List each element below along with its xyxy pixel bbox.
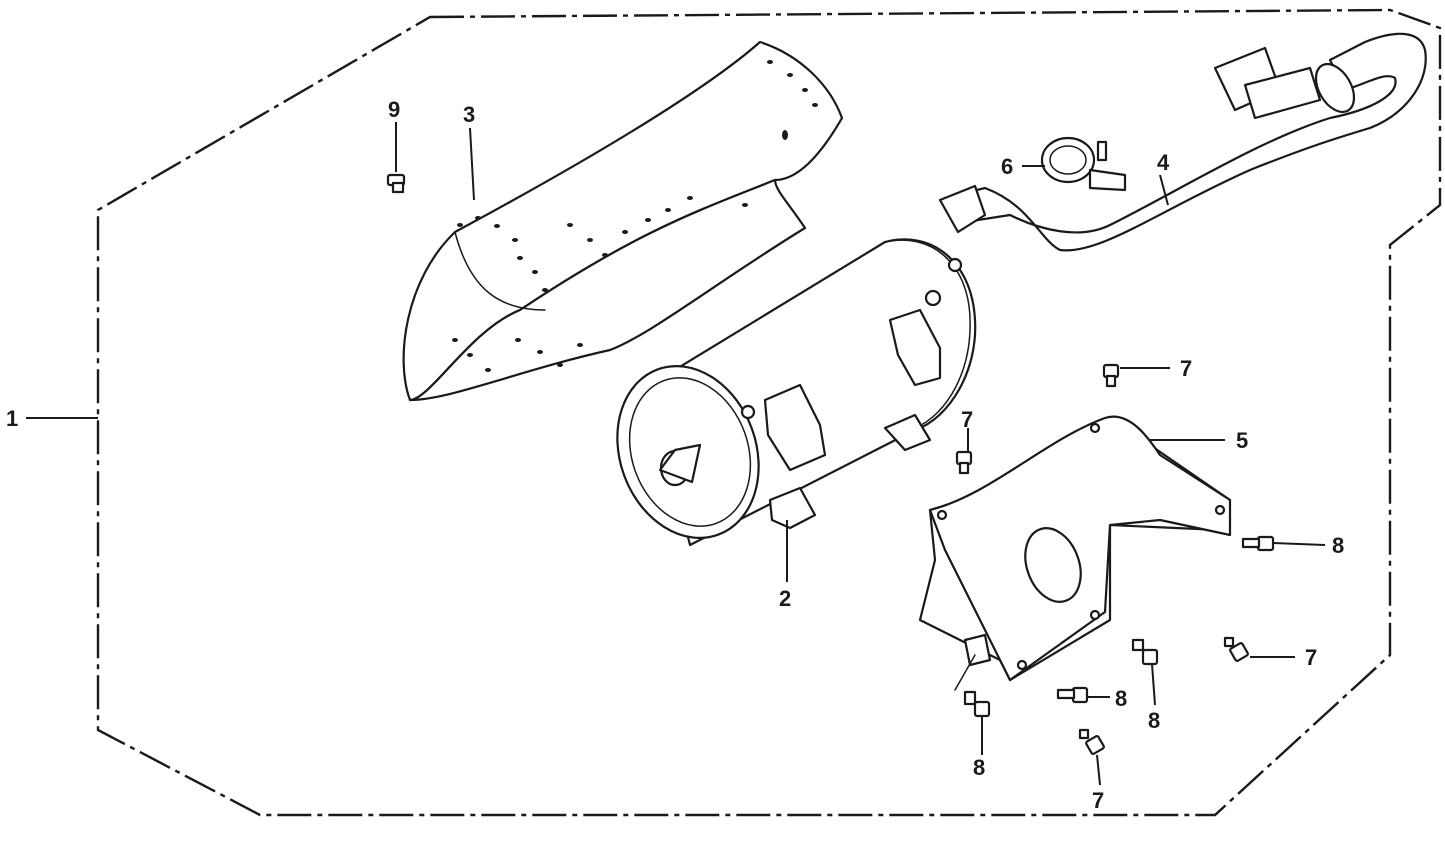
callout-6: 6 [1001,154,1013,179]
leader-7d [1096,754,1101,786]
muffler-stay [918,415,1232,691]
flange-bolt-8d [963,690,991,718]
assembly-boundary-outline [96,8,1442,817]
callout-8b: 8 [1148,708,1160,733]
pipe-clamp [1040,136,1127,192]
callout-7c: 7 [1305,645,1317,670]
callout-8c: 8 [1115,686,1127,711]
callout-9: 9 [388,97,400,122]
muffler-protector [402,40,844,402]
flange-bolt-7c [1223,636,1249,662]
leader-8a [1272,542,1326,546]
callout-1: 1 [6,406,18,431]
callout-7d: 7 [1092,788,1104,813]
flange-bolt-8b [1131,638,1159,666]
leader-8b [1151,663,1156,706]
protector-vent-holes [452,60,818,372]
callout-5: 5 [1236,428,1248,453]
flange-bolt-8a [1241,535,1275,552]
exhaust-pipe [938,32,1427,252]
callout-8d: 8 [973,755,985,780]
flange-bolt-8c [1056,686,1089,704]
callout-7b: 7 [961,407,973,432]
muffler-straps [763,308,942,530]
leader-4 [1159,174,1169,206]
callout-2: 2 [779,586,791,611]
flange-bolt-7d [1078,728,1105,755]
flange-bolt-7a [1102,363,1120,388]
leader-3 [469,127,475,201]
callout-7a: 7 [1180,356,1192,381]
callout-8a: 8 [1332,533,1344,558]
callout-3: 3 [463,102,475,127]
screw-9 [386,173,406,194]
flange-bolt-7b [955,450,973,475]
muffler [616,238,977,547]
callout-4: 4 [1157,150,1170,175]
